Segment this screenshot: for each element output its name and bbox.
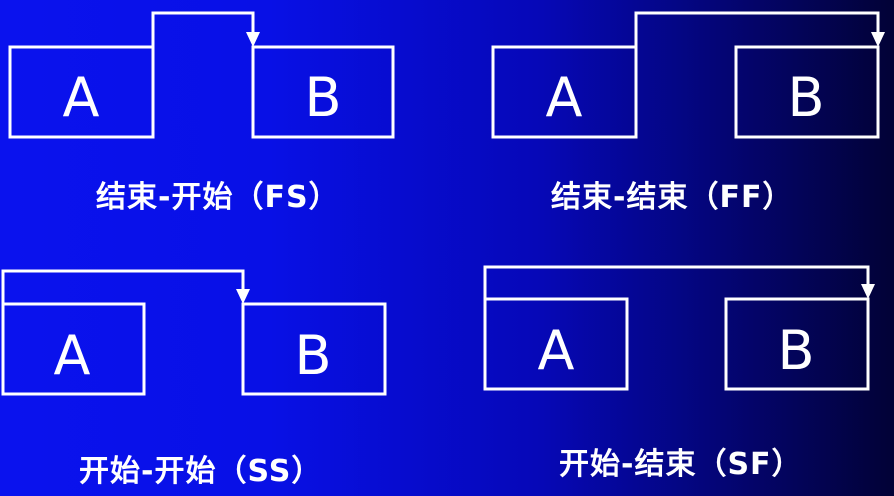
task-b-label: B — [294, 324, 331, 387]
caption-sf: 开始-结束（SF） — [559, 447, 803, 482]
task-a-label: A — [63, 66, 100, 129]
task-a-label: A — [538, 319, 575, 382]
caption-ss: 开始-开始（SS） — [79, 454, 323, 489]
task-b-box — [734, 45, 880, 139]
arrow-down-icon — [861, 284, 875, 299]
arrow-down-icon — [246, 32, 260, 47]
arrow-down-icon — [871, 32, 885, 47]
task-b-box — [724, 297, 870, 391]
task-a-label: A — [54, 324, 91, 387]
task-a-box — [483, 297, 629, 391]
dependency-link — [483, 265, 870, 299]
task-b-box — [251, 45, 395, 139]
dependency-link — [634, 11, 880, 47]
task-b-label: B — [304, 66, 341, 129]
dependency-link — [151, 11, 255, 47]
arrow-down-icon — [236, 289, 250, 304]
panel-ss: A B — [1, 269, 387, 396]
task-b-label: B — [787, 66, 824, 129]
task-b-label: B — [777, 319, 814, 382]
caption-fs: 结束-开始（FS） — [96, 180, 340, 215]
caption-ff: 结束-结束（FF） — [551, 180, 794, 215]
dependency-link — [1, 269, 245, 304]
task-a-label: A — [546, 66, 583, 129]
panel-sf: A B — [483, 265, 875, 391]
task-a-box — [491, 45, 638, 139]
task-a-box — [8, 45, 155, 139]
task-a-box — [1, 302, 146, 396]
task-b-box — [241, 302, 387, 396]
panel-fs: A B — [8, 11, 395, 139]
panel-ff: A B — [491, 11, 885, 139]
